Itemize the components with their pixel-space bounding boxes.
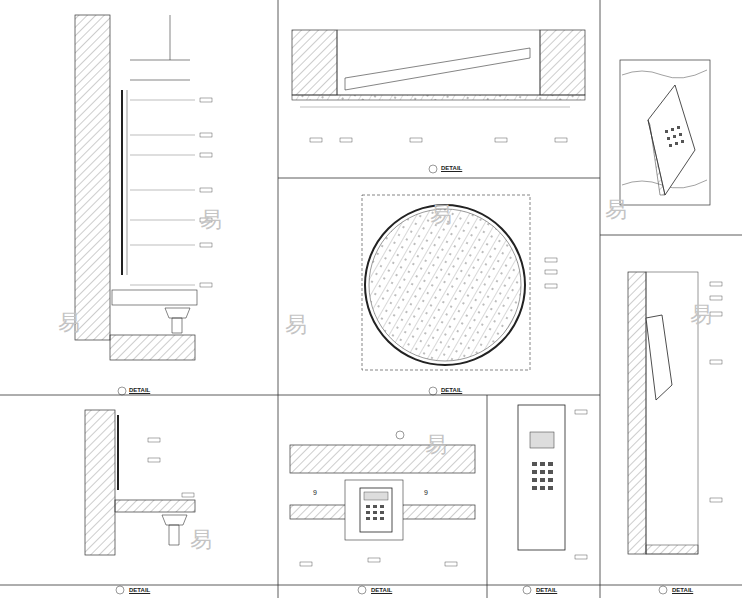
watermark: 易 [690, 300, 712, 330]
watermark: 易 [430, 200, 452, 230]
watermark: 易 [200, 205, 222, 235]
detail-title: DETAIL [370, 587, 393, 593]
watermark: 易 [190, 525, 212, 555]
detail-title: DETAIL [440, 387, 463, 393]
detail-title: DETAIL [440, 165, 463, 171]
watermark: 易 [605, 195, 627, 225]
watermark: 易 [425, 430, 447, 460]
watermark: 易 [58, 308, 80, 338]
watermark: 易 [285, 310, 307, 340]
detail-title: DETAIL [128, 587, 151, 593]
detail-title: DETAIL [535, 587, 558, 593]
callout-number: 9 [312, 489, 318, 496]
detail-title: DETAIL [671, 587, 694, 593]
callout-number: 9 [423, 489, 429, 496]
detail-title: DETAIL [128, 387, 151, 393]
